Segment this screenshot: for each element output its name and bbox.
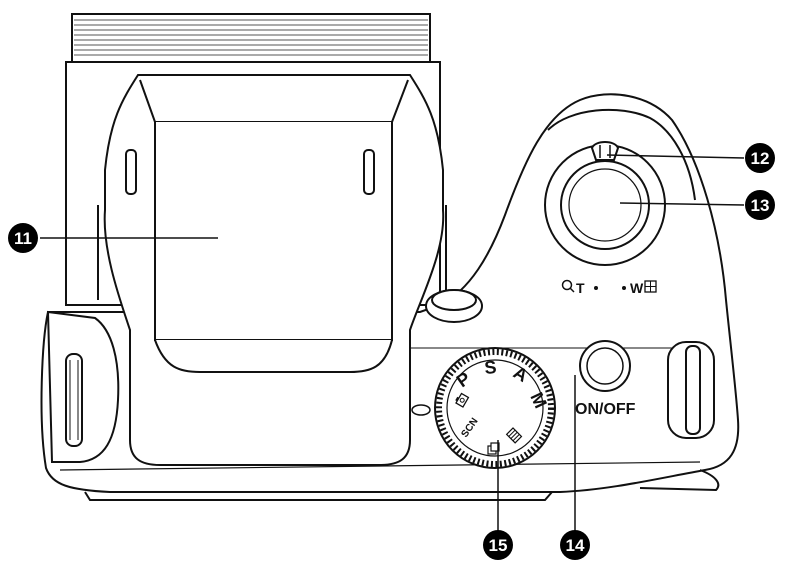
mode-dial[interactable]: P S A M SCN: [434, 347, 556, 469]
mode-dial-knurl: [436, 349, 554, 467]
continuous-shot-icon: [487, 442, 500, 455]
svg-text:12: 12: [751, 149, 770, 168]
zoom-tele-label: T: [576, 280, 585, 296]
auto-camera-icon: [455, 392, 470, 408]
movie-mode-icon: [505, 427, 523, 444]
leader-lines: [40, 154, 745, 536]
callout-13: 13: [745, 190, 775, 220]
magnify-icon: [561, 279, 573, 291]
mode-dial-s: S: [484, 357, 498, 378]
popup-flash: [97, 74, 447, 466]
status-led: [411, 404, 431, 416]
left-strap-lug: [46, 310, 120, 463]
shutter-zoom-assembly: [544, 108, 696, 266]
callout-11: 11: [8, 223, 38, 253]
accessory-knob: [425, 289, 483, 323]
zoom-wide-label: W: [630, 280, 644, 296]
callout-14: 14: [560, 530, 590, 560]
svg-text:14: 14: [566, 536, 585, 555]
flash-housing-texture: [74, 19, 428, 56]
zoom-labels: T W: [561, 279, 657, 296]
power-button-group: ON/OFF: [575, 340, 636, 418]
svg-text:15: 15: [489, 536, 508, 555]
svg-text:13: 13: [751, 196, 770, 215]
callout-12: 12: [745, 143, 775, 173]
svg-text:11: 11: [14, 229, 32, 248]
right-strap-lug: [667, 341, 715, 439]
callout-15: 15: [483, 530, 513, 560]
power-button-label: ON/OFF: [575, 401, 636, 418]
